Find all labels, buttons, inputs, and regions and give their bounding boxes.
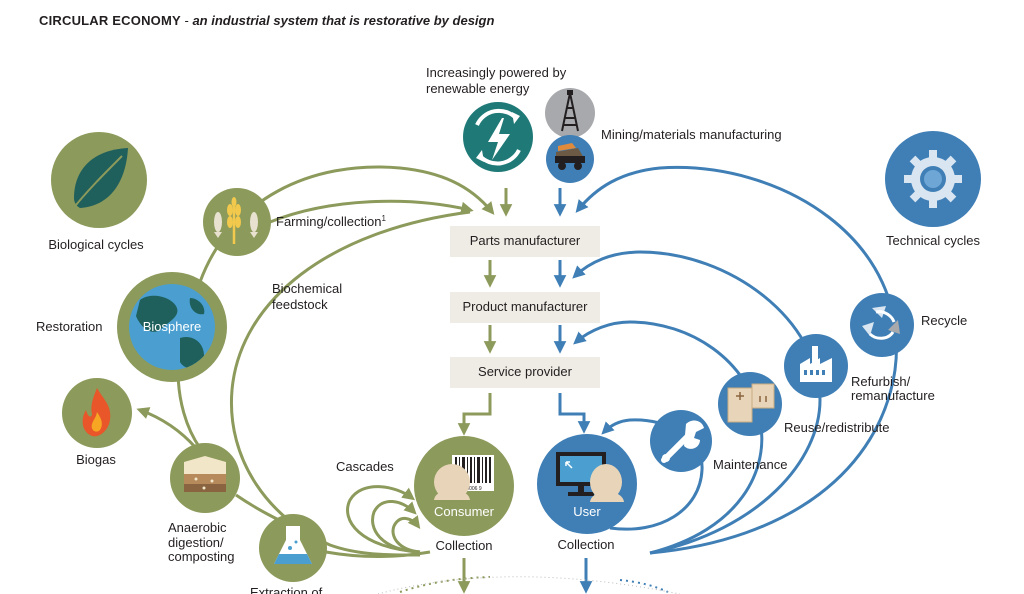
recycle-icon bbox=[850, 293, 914, 357]
farming-footnote: 1 bbox=[382, 214, 387, 223]
title-subtitle: an industrial system that is restorative… bbox=[192, 13, 494, 28]
restoration-label: Restoration bbox=[36, 319, 102, 334]
factory-icon bbox=[784, 334, 848, 398]
bottom-dotted-blue bbox=[619, 579, 669, 593]
farming-label: Farming/collection1 bbox=[276, 214, 387, 229]
cascade-loop-1 bbox=[346, 485, 421, 554]
to-biogas-arc bbox=[136, 407, 198, 449]
recycle-label: Recycle bbox=[921, 313, 967, 328]
gear-icon bbox=[885, 131, 981, 227]
product-manufacturer-box: Product manufacturer bbox=[450, 292, 600, 323]
biological-cycles-label: Biological cycles bbox=[48, 237, 144, 252]
cascades-label: Cascades bbox=[336, 459, 394, 474]
mining-truck-icon bbox=[546, 135, 594, 183]
globe-icon bbox=[136, 295, 205, 369]
service-to-user-blue bbox=[558, 393, 591, 434]
title-separator: - bbox=[181, 13, 193, 28]
consumer-node: 0006 9 Consumer bbox=[414, 436, 514, 536]
cascade-loop-3 bbox=[391, 515, 421, 554]
wheat-fish-icon bbox=[203, 188, 271, 256]
user-node: User bbox=[537, 434, 637, 534]
biochemical-label-line2: feedstock bbox=[272, 297, 328, 312]
farming-arc bbox=[269, 199, 474, 224]
feedstock-arc bbox=[229, 210, 471, 557]
user-label: User bbox=[573, 504, 601, 519]
flame-icon bbox=[62, 378, 132, 448]
recycle-outer-arc bbox=[575, 165, 898, 555]
compost-icon bbox=[170, 443, 240, 513]
parts-manufacturer-label: Parts manufacturer bbox=[470, 233, 581, 248]
biogas-label: Biogas bbox=[76, 452, 116, 467]
biological-flows bbox=[136, 165, 513, 594]
wrench-icon bbox=[650, 410, 712, 472]
boxes-icon bbox=[718, 372, 782, 436]
consumer-label: Consumer bbox=[434, 504, 495, 519]
barcode-digits: 0006 9 bbox=[466, 486, 482, 492]
leaf-icon bbox=[51, 132, 147, 228]
farming-label-text: Farming/collection bbox=[276, 214, 382, 229]
parts-manufacturer-box: Parts manufacturer bbox=[450, 226, 600, 257]
refurbish-label-line2: remanufacture bbox=[851, 388, 935, 403]
title-main: CIRCULAR ECONOMY bbox=[39, 13, 181, 28]
user-collection-label: Collection bbox=[557, 537, 614, 552]
mining-label: Mining/materials manufacturing bbox=[601, 127, 782, 142]
anaerobic-label-line2: digestion/ bbox=[168, 535, 224, 550]
service-to-consumer-green bbox=[457, 393, 492, 436]
extraction-label: Extraction of bbox=[250, 585, 323, 594]
page-title: CIRCULAR ECONOMY - an industrial system … bbox=[39, 13, 494, 28]
oil-rig-icon bbox=[545, 88, 595, 138]
cascade-loop-2 bbox=[371, 500, 421, 554]
biosphere-down-arc bbox=[176, 369, 202, 449]
maintenance-label: Maintenance bbox=[713, 457, 787, 472]
flask-icon bbox=[259, 514, 327, 582]
biosphere-label: Biosphere bbox=[143, 319, 202, 334]
technical-cycles-label: Technical cycles bbox=[886, 233, 980, 248]
energy-label-line1: Increasingly powered by bbox=[426, 65, 567, 80]
refurbish-label-line1: Refurbish/ bbox=[851, 374, 911, 389]
bottom-dotted-green bbox=[399, 576, 491, 593]
consumer-collection-label: Collection bbox=[435, 538, 492, 553]
anaerobic-label-line1: Anaerobic bbox=[168, 520, 227, 535]
renewable-energy-icon bbox=[463, 102, 533, 172]
reuse-label: Reuse/redistribute bbox=[784, 420, 890, 435]
biosphere-node: Biosphere bbox=[117, 272, 227, 382]
energy-label-line2: renewable energy bbox=[426, 81, 530, 96]
extraction-to-collection bbox=[325, 550, 431, 558]
anaerobic-label-line3: composting bbox=[168, 549, 234, 564]
product-manufacturer-label: Product manufacturer bbox=[462, 299, 588, 314]
biochemical-label-line1: Biochemical bbox=[272, 281, 342, 296]
service-provider-label: Service provider bbox=[478, 364, 573, 379]
service-provider-box: Service provider bbox=[450, 357, 600, 388]
